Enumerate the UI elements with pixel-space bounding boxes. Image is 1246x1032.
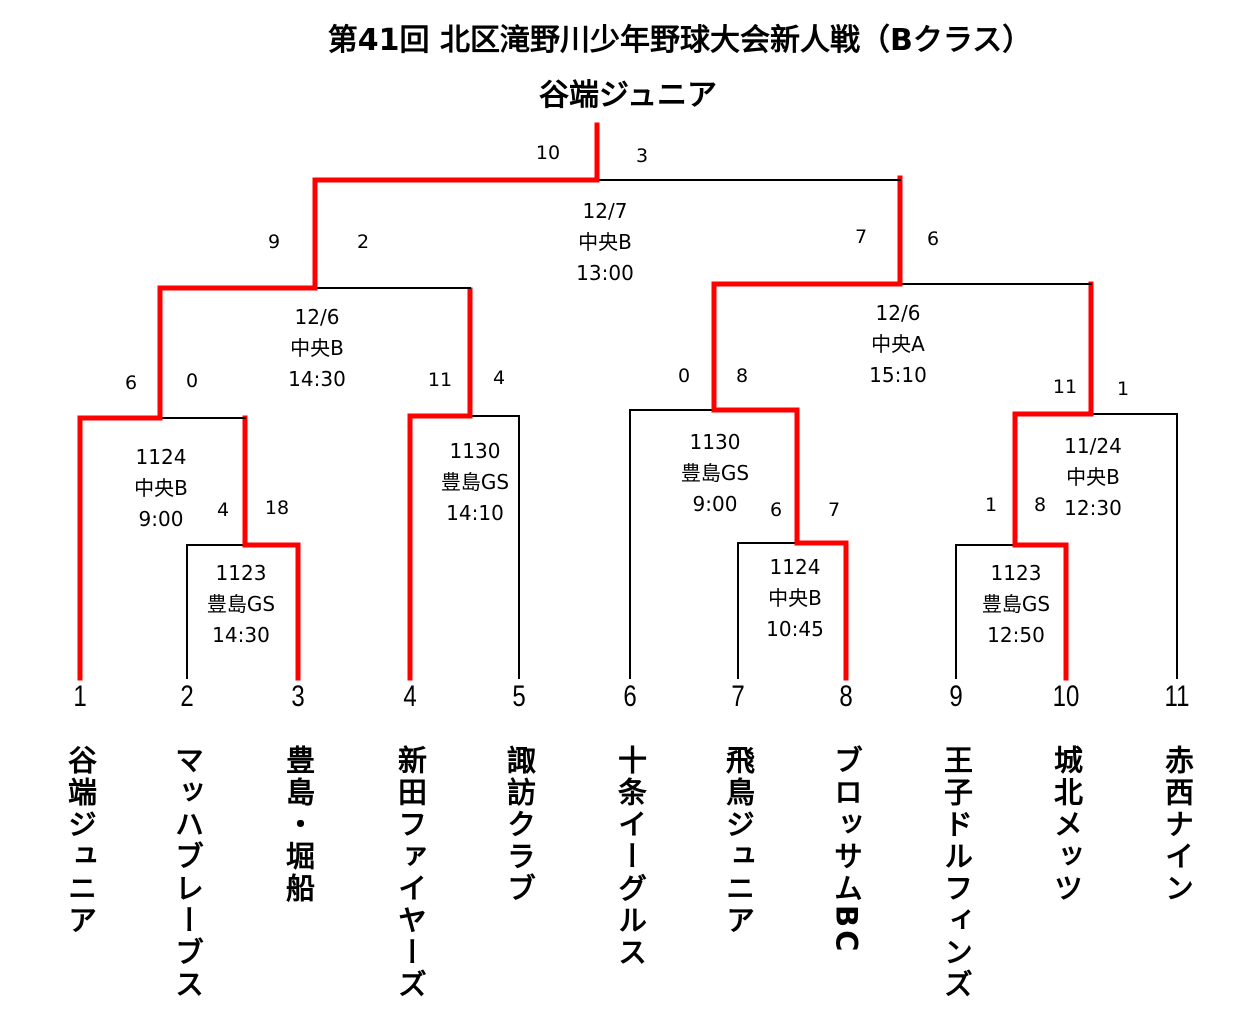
match-info-mGv11: 11/24 中央B 12:30	[1064, 431, 1122, 524]
match-venue: 中央B	[768, 586, 822, 610]
team-number: 11	[1164, 680, 1190, 713]
team-number: 10	[1052, 680, 1080, 713]
match-time: 14:30	[212, 623, 270, 647]
match-date: 1130	[689, 430, 741, 454]
team-name: 王子ドルフィンズ	[939, 745, 974, 1001]
team-name: 諏訪クラブ	[502, 745, 537, 905]
score-right: 8	[1033, 494, 1047, 516]
match-info-m2v3: 1123 豊島GS 14:30	[207, 558, 275, 651]
score-left: 1	[984, 494, 998, 516]
match-date: 1124	[135, 445, 187, 469]
team-number: 6	[623, 680, 637, 713]
match-date: 12/6	[294, 305, 340, 329]
page-title: 第41回 北区滝野川少年野球大会新人戦（Bクラス）	[327, 23, 1033, 58]
match-venue: 中央A	[871, 332, 925, 356]
match-info-m4v5: 1130 豊島GS 14:10	[441, 436, 509, 529]
team-name: ブロッサムBC	[829, 745, 864, 955]
match-date: 1124	[769, 555, 821, 579]
score-left: 11	[1052, 376, 1078, 398]
score-left: 6	[124, 372, 138, 394]
team-number: 7	[731, 680, 745, 713]
score-right: 8	[735, 365, 749, 387]
score-right: 18	[264, 497, 290, 519]
match-time: 10:45	[766, 617, 824, 641]
match-info-m6vE: 1130 豊島GS 9:00	[681, 427, 749, 520]
score-left: 4	[216, 499, 230, 521]
match-date: 1123	[215, 561, 267, 585]
team-number: 5	[512, 680, 526, 713]
match-venue: 豊島GS	[440, 470, 510, 494]
score-right: 3	[635, 145, 649, 167]
score-left: 0	[677, 365, 691, 387]
match-info-semiR: 12/6 中央A 15:10	[869, 298, 927, 391]
team-number: 2	[180, 680, 194, 713]
team-number: 9	[949, 680, 963, 713]
team-name: 谷端ジュニア	[63, 745, 98, 937]
score-right: 0	[185, 370, 199, 392]
score-left: 9	[267, 231, 281, 253]
match-info-semiL: 12/6 中央B 14:30	[288, 302, 346, 395]
match-time: 9:00	[692, 492, 738, 516]
score-left: 11	[427, 369, 453, 391]
match-time: 12:50	[987, 623, 1045, 647]
score-right: 7	[827, 499, 841, 521]
match-time: 15:10	[869, 363, 927, 387]
team-name: 赤西ナイン	[1160, 745, 1195, 905]
match-time: 14:10	[446, 501, 504, 525]
team-number: 4	[403, 680, 417, 713]
team-number: 8	[839, 680, 853, 713]
match-time: 12:30	[1064, 496, 1122, 520]
match-info-final: 12/7 中央B 13:00	[576, 196, 634, 289]
team-name: 飛鳥ジュニア	[721, 745, 756, 937]
match-time: 13:00	[576, 261, 634, 285]
match-venue: 豊島GS	[680, 461, 750, 485]
team-name: 豊島・堀船	[281, 745, 316, 905]
match-info-m7v8: 1124 中央B 10:45	[766, 552, 824, 645]
team-number: 3	[291, 680, 305, 713]
team-name: マッハブレーブス	[170, 745, 205, 1001]
score-left: 6	[769, 499, 783, 521]
match-venue: 豊島GS	[206, 592, 276, 616]
match-date: 11/24	[1064, 434, 1122, 458]
match-venue: 中央B	[290, 336, 344, 360]
champion-label: 谷端ジュニア	[539, 78, 717, 113]
match-date: 1123	[990, 561, 1042, 585]
score-right: 6	[926, 228, 940, 250]
match-time: 9:00	[138, 507, 184, 531]
score-left: 10	[535, 142, 561, 164]
score-left: 7	[854, 226, 868, 248]
score-right: 4	[492, 367, 506, 389]
match-date: 12/6	[875, 301, 921, 325]
score-right: 1	[1116, 378, 1130, 400]
match-info-m9v10: 1123 豊島GS 12:50	[982, 558, 1050, 651]
match-info-m1vA: 1124 中央B 9:00	[134, 442, 188, 535]
match-venue: 中央B	[1066, 465, 1120, 489]
match-time: 14:30	[288, 367, 346, 391]
match-venue: 豊島GS	[981, 592, 1051, 616]
team-name: 十条イーグルス	[613, 745, 648, 969]
match-date: 12/7	[582, 199, 628, 223]
score-right: 2	[356, 231, 370, 253]
team-name: 城北メッツ	[1049, 745, 1084, 905]
team-name: 新田ファイヤーズ	[393, 745, 428, 1001]
match-date: 1130	[449, 439, 501, 463]
team-number: 1	[73, 680, 87, 713]
match-venue: 中央B	[134, 476, 188, 500]
match-venue: 中央B	[578, 230, 632, 254]
